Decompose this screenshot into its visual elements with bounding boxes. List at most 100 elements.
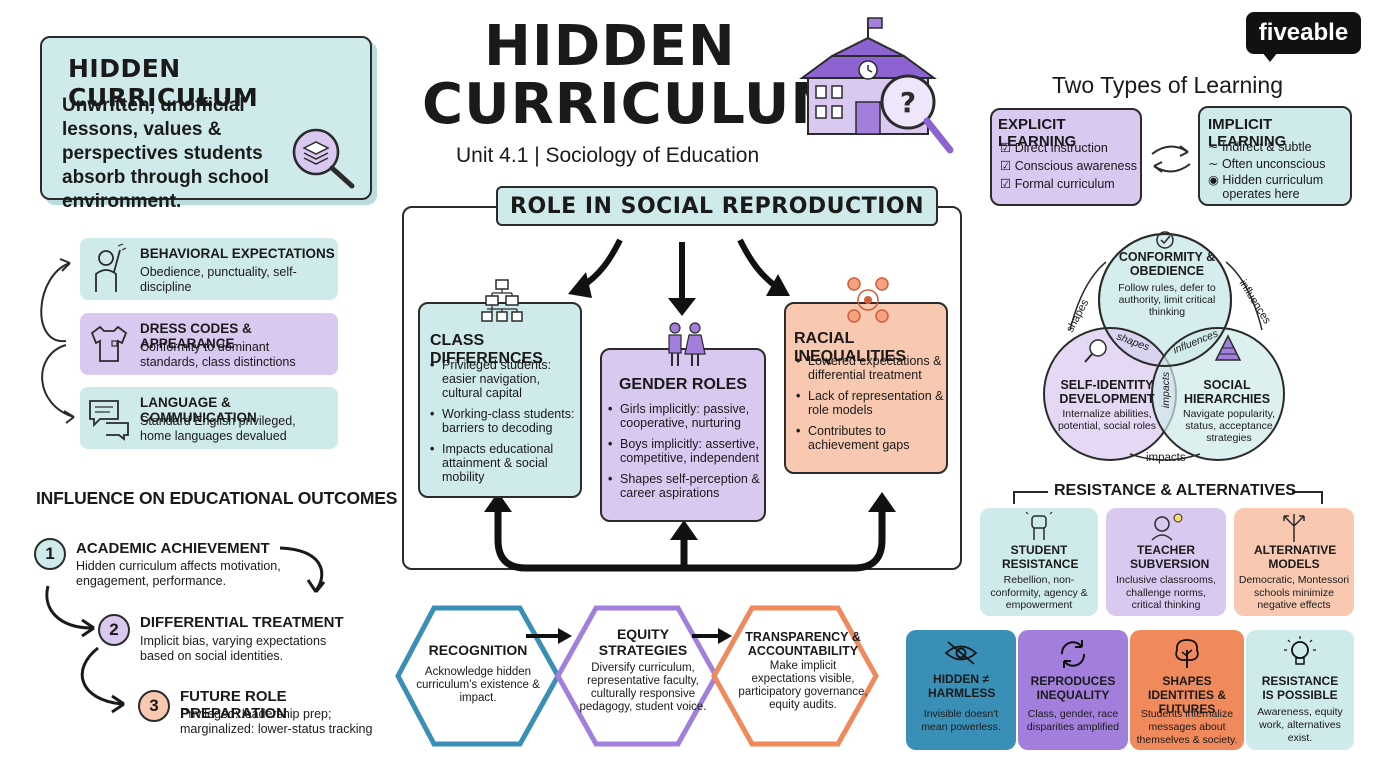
strategy-text: Diversify curriculum, representative fac… <box>579 662 707 713</box>
resistance-text: Inclusive classrooms, challenge norms, c… <box>1116 574 1216 611</box>
resistance-title: STUDENT RESISTANCE <box>1002 543 1079 571</box>
takeaway-title: REPRODUCES INEQUALITY <box>1030 674 1116 702</box>
venn-right-title: SOCIAL HIERARCHIES <box>1183 378 1271 406</box>
takeaway-card-hidden-harmless: HIDDEN ≠ HARMLESS Invisible doesn't mean… <box>906 630 1016 750</box>
outcome-number-badge: 2 <box>98 614 130 646</box>
logo-tail <box>1262 52 1278 62</box>
example-text: Standard English privileged, home langua… <box>140 414 296 443</box>
takeaway-card-resistance: RESISTANCE IS POSSIBLE Awareness, equity… <box>1246 630 1354 750</box>
strategy-title: RECOGNITION <box>428 642 528 658</box>
implicit-items: ∼ Indirect & subtle ∼ Often unconscious … <box>1208 139 1350 201</box>
takeaway-card-identities: SHAPES IDENTITIES & FUTURES Students int… <box>1130 630 1244 750</box>
lightbulb-icon <box>1284 636 1316 665</box>
strategy-text: Make implicit expectations visible, part… <box>738 660 868 711</box>
outcome-text: Privileged: leadership prep; marginalize… <box>180 707 373 736</box>
check-circle-icon <box>1156 231 1174 249</box>
definition-text: Unwritten, unofficial lessons, values & … <box>62 95 269 212</box>
list-item: Hidden curriculum operates here <box>1222 173 1324 201</box>
raised-fist-icon <box>1025 511 1053 540</box>
strategy-transparency: TRANSPARENCY & ACCOUNTABILITY Make impli… <box>738 630 868 712</box>
takeaway-title: SHAPES IDENTITIES & FUTURES <box>1147 674 1226 716</box>
list-item: Indirect & subtle <box>1221 140 1312 154</box>
list-item: Boys implicitly: assertive, competitive,… <box>608 437 764 465</box>
list-item: Lowered expectations & differential trea… <box>796 354 946 382</box>
outcome-2: 2 DIFFERENTIAL TREATMENT Implicit bias, … <box>98 614 358 674</box>
racial-inequalities-card: RACIAL INEQUALITIES Lowered expectations… <box>784 277 948 474</box>
takeaway-text: Students internalize messages about them… <box>1136 708 1238 746</box>
cycle-arrows-icon <box>1060 640 1086 668</box>
strategy-title: TRANSPARENCY & ACCOUNTABILITY <box>745 630 861 658</box>
learning-heading: Two Types of Learning <box>1052 72 1283 98</box>
page-title-line1: HIDDEN <box>484 14 736 79</box>
svg-text:?: ? <box>900 86 916 119</box>
venn-label-impacts-outer: impacts <box>1146 452 1186 464</box>
venn-top-text: Follow rules, defer to authority, limit … <box>1118 282 1216 318</box>
list-item: Formal curriculum <box>1014 177 1115 191</box>
tree-icon <box>1175 639 1199 668</box>
diverse-people-network-icon <box>847 277 889 323</box>
list-item: Often unconscious <box>1221 157 1326 171</box>
outcome-3: 3 FUTURE ROLE PREPARATION Privileged: le… <box>138 686 378 746</box>
outcome-number-badge: 3 <box>138 690 170 722</box>
outcome-title: DIFFERENTIAL TREATMENT <box>140 614 344 631</box>
check-icon: ☑ <box>1000 159 1015 173</box>
crossed-eye-icon <box>944 641 978 665</box>
list-item: Conscious awareness <box>1014 159 1137 173</box>
gender-roles-card: GENDER ROLES Girls implicitly: passive, … <box>600 322 766 522</box>
takeaway-text: Invisible doesn't mean powerless. <box>921 708 1001 733</box>
resistance-text: Democratic, Montessori schools minimize … <box>1238 574 1350 611</box>
resistance-text: Rebellion, non-conformity, agency & empo… <box>990 574 1088 611</box>
list-item: Shapes self-perception & career aspirati… <box>608 472 764 500</box>
magnifier-layers-icon <box>292 128 355 189</box>
venn-diagram <box>1043 231 1285 461</box>
check-icon: ☑ <box>1000 177 1015 191</box>
closed-eye-icon: ∼ <box>1208 140 1222 154</box>
resistance-heading: RESISTANCE & ALTERNATIVES <box>1054 482 1297 499</box>
school-magnifier-icon: ? <box>798 17 954 154</box>
check-icon: ☑ <box>1000 141 1015 155</box>
list-item: Working-class students: barriers to deco… <box>430 407 578 435</box>
definition-title: HIDDEN CURRICULUM <box>68 54 259 112</box>
gender-roles-list: Girls implicitly: passive, cooperative, … <box>608 402 764 507</box>
outcomes-heading: INFLUENCE ON EDUCATIONAL OUTCOMES <box>36 488 398 508</box>
list-item: Direct instruction <box>1014 141 1108 155</box>
outcome-text: Hidden curriculum affects motivation, en… <box>76 559 281 588</box>
reproduction-heading: ROLE IN SOCIAL REPRODUCTION <box>496 186 939 226</box>
venn-left-text: Internalize abilities, potential, social… <box>1057 408 1157 432</box>
list-item: Privileged students: easier navigation, … <box>430 358 578 400</box>
outcome-1: 1 ACADEMIC ACHIEVEMENT Hidden curriculum… <box>34 538 354 598</box>
outcome-title: ACADEMIC ACHIEVEMENT <box>76 540 270 557</box>
strategy-equity: EQUITY STRATEGIES Diversify curriculum, … <box>578 626 708 714</box>
venn-label-impacts-inner: impacts <box>1160 371 1173 409</box>
outcome-number-badge: 1 <box>34 538 66 570</box>
takeaway-text: Class, gender, race disparities amplifie… <box>1026 708 1120 733</box>
explicit-items: ☑ Direct instruction ☑ Conscious awarene… <box>1000 140 1137 191</box>
closed-eye-icon: ∼ <box>1208 157 1222 171</box>
shirt-icon <box>90 325 128 362</box>
list-item: Impacts educational attainment & social … <box>430 442 578 484</box>
implicit-learning-card: IMPLICIT LEARNING ∼ Indirect & subtle ∼ … <box>1198 106 1352 206</box>
outcomes-flow-arrows <box>45 546 326 714</box>
class-differences-card: CLASS DIFFERENCES Privileged students: e… <box>418 279 582 498</box>
card-title: IMPLICIT LEARNING <box>1208 116 1287 150</box>
gender-figures-icon <box>668 322 706 366</box>
racial-inequalities-list: Lowered expectations & differential trea… <box>796 354 946 459</box>
explicit-learning-card: EXPLICIT LEARNING ☑ Direct instruction ☑… <box>990 108 1142 206</box>
takeaway-title: RESISTANCE IS POSSIBLE <box>1261 674 1339 702</box>
page-subtitle: Unit 4.1 | Sociology of Education <box>456 144 760 167</box>
example-title: LANGUAGE & COMMUNICATION <box>140 395 257 425</box>
takeaway-title: HIDDEN ≠ HARMLESS <box>928 672 996 700</box>
strategy-title: EQUITY STRATEGIES <box>598 626 688 658</box>
strategy-recognition: RECOGNITION Acknowledge hidden curriculu… <box>416 642 540 705</box>
hierarchy-icon <box>481 279 523 322</box>
card-title: EXPLICIT LEARNING <box>998 116 1077 150</box>
list-item: Contributes to achievement gaps <box>796 424 946 452</box>
definition-card: HIDDEN CURRICULUM Unwritten, unofficial … <box>40 36 372 212</box>
example-card-behavioral: BEHAVIORAL EXPECTATIONS Obedience, punct… <box>80 238 338 300</box>
branching-arrows-icon <box>1283 514 1305 542</box>
resistance-card-student: STUDENT RESISTANCE Rebellion, non-confor… <box>980 508 1098 616</box>
list-item: Girls implicitly: passive, cooperative, … <box>608 402 764 430</box>
resistance-bracket <box>1013 491 1323 504</box>
page-title-line2: CURRICULUM <box>422 72 848 137</box>
outcome-title: FUTURE ROLE PREPARATION <box>180 688 287 722</box>
